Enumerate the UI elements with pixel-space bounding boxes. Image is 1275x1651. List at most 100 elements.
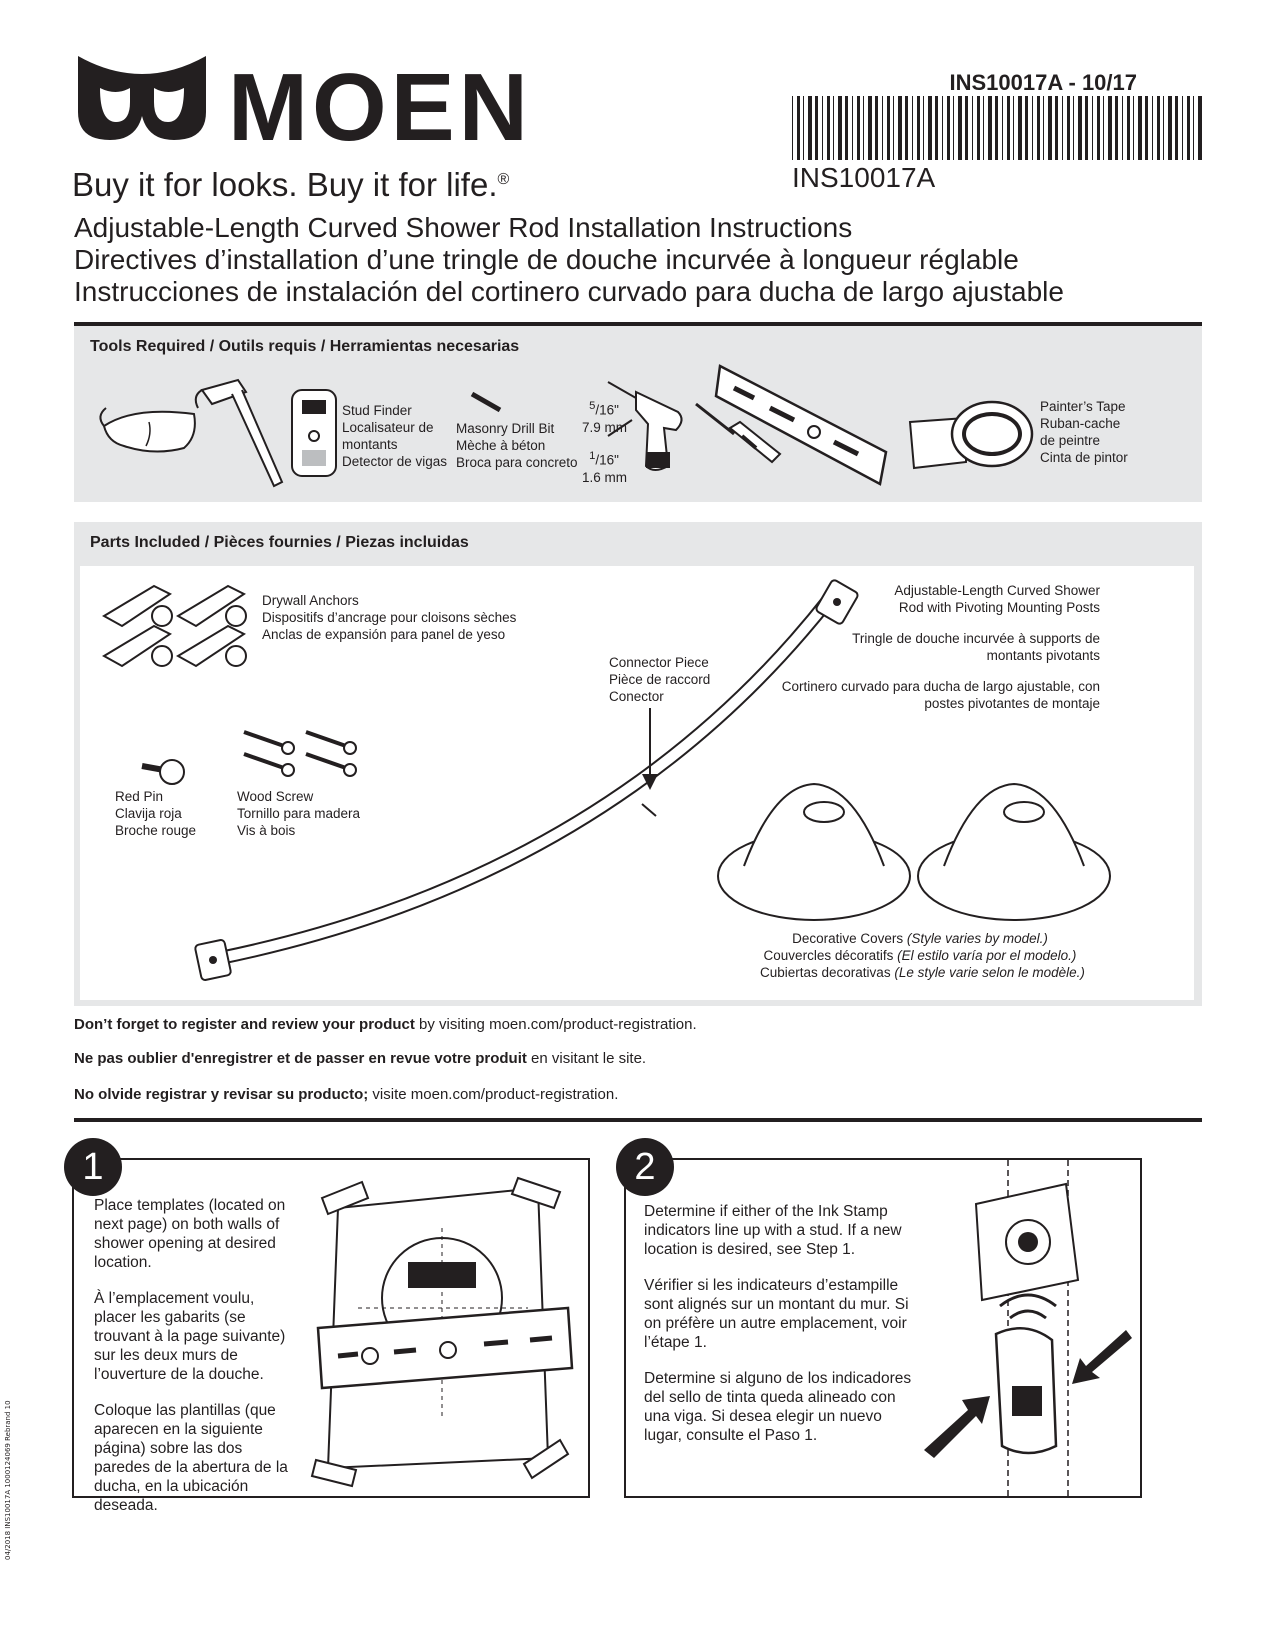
barcode-bar: [1198, 96, 1202, 160]
barcode-bar: [1122, 96, 1123, 160]
barcode-bar: [1168, 96, 1172, 160]
step-2-box: Determine if either of the Ink Stamp ind…: [624, 1158, 1142, 1498]
barcode-bar: [1115, 96, 1118, 160]
barcode-bar: [917, 96, 920, 160]
drill-bit-icon: [470, 391, 502, 413]
barcode-bar: [868, 96, 872, 160]
barcode-bar: [803, 96, 804, 160]
barcode-bar: [1078, 96, 1082, 160]
moen-logo-icon: [78, 56, 206, 140]
section-divider: [74, 322, 1202, 326]
parts-title: Parts Included / Pièces fournies / Pieza…: [90, 534, 469, 551]
barcode-bar: [1002, 96, 1003, 160]
barcode-bar: [1048, 96, 1052, 160]
barcode-bar: [995, 96, 998, 160]
decorative-covers-label: Decorative Covers (Style varies by model…: [760, 931, 1085, 980]
barcode-bar: [882, 96, 883, 160]
barcode-bar: [863, 96, 864, 160]
barcode-bar: [833, 96, 834, 160]
barcode-bar: [1152, 96, 1153, 160]
title-spanish: Instrucciones de instalación del cortine…: [74, 276, 1064, 307]
barcode-bar: [1193, 96, 1194, 160]
barcode-bar: [827, 96, 830, 160]
barcode-bar: [893, 96, 894, 160]
barcode-bar: [935, 96, 938, 160]
step-1-number: 1: [64, 1138, 122, 1196]
barcode-bar: [1163, 96, 1164, 160]
level-icon: [714, 364, 888, 486]
barcode-bar: [1067, 96, 1070, 160]
registration-english: Don’t forget to register and review your…: [74, 1016, 697, 1033]
brand-name: MOEN: [228, 54, 532, 161]
brand-tagline: Buy it for looks. Buy it for life.®: [72, 166, 510, 203]
wood-screws-icon: [243, 730, 357, 777]
stud-finder-icon: [291, 389, 337, 477]
step-2-number: 2: [616, 1138, 674, 1196]
decorative-covers-icon: [717, 782, 1111, 921]
document-code: INS10017A - 10/17: [949, 70, 1137, 95]
barcode-bar: [1175, 96, 1178, 160]
drywall-anchors-icon: [102, 584, 247, 668]
barcode-bar: [905, 96, 908, 160]
step-1-box: Place templates (located on next page) o…: [72, 1158, 590, 1514]
barcode-bar: [1108, 96, 1112, 160]
barcode-bar: [1007, 96, 1010, 160]
margin-code: 04/2018 INS10017A 1000124069 Rebrand 10: [4, 1400, 12, 1560]
registration-french: Ne pas oublier d'enregistrer et de passe…: [74, 1050, 647, 1067]
barcode-bar: [1127, 96, 1130, 160]
barcode-bar: [1037, 96, 1040, 160]
barcode-bar: [1103, 96, 1104, 160]
barcode-bar: [928, 96, 932, 160]
barcode-bar: [1133, 96, 1134, 160]
barcode-bar: [898, 96, 902, 160]
barcode-bar: [1013, 96, 1014, 160]
barcode-bar: [1092, 96, 1093, 160]
barcode-bar: [1097, 96, 1100, 160]
barcode-bar: [947, 96, 950, 160]
red-pin-icon: [141, 759, 185, 785]
barcode-bar: [857, 96, 860, 160]
screwdriver-icon: [695, 402, 782, 464]
bit-size-small: 1/16" 1.6 mm: [582, 450, 628, 485]
barcode-bar: [977, 96, 980, 160]
barcode-bar: [1182, 96, 1183, 160]
curved-shower-rod-icon: [194, 579, 859, 981]
barcode-bar: [1018, 96, 1022, 160]
template-level-illustration: [310, 1176, 574, 1488]
barcode-bar: [815, 96, 818, 160]
barcode-bar: [1073, 96, 1074, 160]
barcode-bar: [1025, 96, 1028, 160]
barcode-bar: [958, 96, 962, 160]
barcode-bar: [845, 96, 848, 160]
stud-finder-illustration: [924, 1160, 1132, 1496]
drill-icon: [607, 381, 683, 471]
barcode-bar: [912, 96, 913, 160]
barcode-bar: [852, 96, 853, 160]
barcode-text: INS10017A: [792, 162, 936, 193]
step-2-text: Determine if either of the Ink Stamp ind…: [644, 1203, 912, 1444]
registration-spanish: No olvide registrar y revisar su product…: [74, 1086, 619, 1103]
barcode-bar: [887, 96, 890, 160]
step-1-text: Place templates (located on next page) o…: [94, 1197, 288, 1514]
barcode-bar: [838, 96, 842, 160]
barcode-bar: [822, 96, 823, 160]
barcode-bar: [972, 96, 973, 160]
barcode-bar: [792, 96, 793, 160]
barcode-bar: [1187, 96, 1190, 160]
painters-tape-icon: [908, 400, 1034, 470]
barcode: [792, 96, 1202, 160]
barcode-bar: [1145, 96, 1148, 160]
barcode-bar: [1085, 96, 1088, 160]
tools-panel: Tools Required / Outils requis / Herrami…: [74, 326, 1202, 502]
barcode-bar: [942, 96, 943, 160]
barcode-bar: [1138, 96, 1142, 160]
barcode-bar: [953, 96, 954, 160]
title-english: Adjustable-Length Curved Shower Rod Inst…: [74, 212, 853, 243]
barcode-bar: [1055, 96, 1058, 160]
